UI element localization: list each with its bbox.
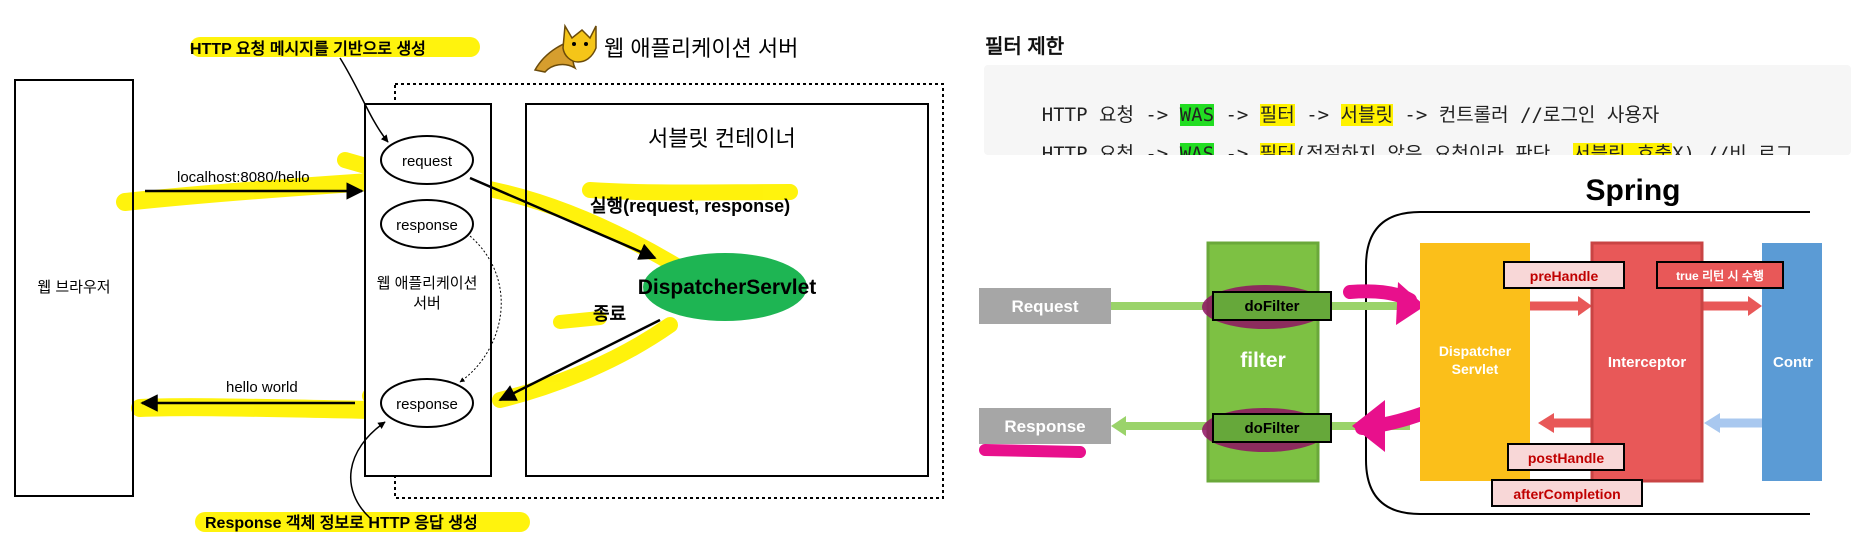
- line2-part: (적절하지 않은 요청이라 판단,: [1294, 143, 1574, 155]
- true-return-label: true 리턴 시 수행: [1676, 268, 1764, 283]
- line1-part: -> 컨트롤러 //로그인 사용자: [1392, 104, 1660, 126]
- code-panel: HTTP 요청 -> WAS -> 필터 -> 서블릿 -> 컨트롤러 //로그…: [984, 65, 1851, 155]
- response-label-bottom: response: [396, 396, 458, 413]
- dispatcher-label-2: Servlet: [1452, 361, 1499, 377]
- dofilter-top-box: [1212, 291, 1332, 321]
- line1-servlet: 서블릿: [1340, 104, 1393, 126]
- response-label-top: response: [396, 217, 458, 234]
- line1-was: WAS: [1179, 104, 1215, 126]
- controller-label: Contr: [1773, 354, 1813, 371]
- request-label: request: [402, 153, 453, 170]
- line1-filter: 필터: [1259, 104, 1295, 126]
- top-note-pointer: [339, 57, 389, 143]
- execute-arrow: [469, 176, 657, 260]
- posthandle-label: postHandle: [1528, 450, 1604, 466]
- line1-part: ->: [1214, 104, 1260, 126]
- dofilter-top-label: doFilter: [1245, 298, 1300, 315]
- dispatcher-ellipse: [643, 253, 807, 321]
- prehandle-label: preHandle: [1530, 268, 1599, 284]
- prehandle-box: [1503, 261, 1625, 289]
- line1-part: ->: [1294, 104, 1341, 126]
- line2-part: ->: [1214, 143, 1260, 155]
- line2-filter: 필터: [1259, 143, 1295, 155]
- dofilter-bottom-box: [1212, 413, 1332, 443]
- line2-servlet-call: 서블릿 호출: [1573, 143, 1672, 155]
- filter-label: filter: [1240, 349, 1286, 372]
- line2-part: X) //비 로그: [1672, 143, 1794, 155]
- response-underline-highlight: [979, 444, 1086, 458]
- line1-part: HTTP 요청 ->: [1041, 104, 1180, 126]
- servlet-container-box: [525, 103, 929, 477]
- code-line-2: HTTP 요청 -> WAS -> 필터(적절하지 않은 요청이라 판단, 서블…: [996, 117, 1793, 155]
- response-ellipse-bottom: [380, 378, 474, 428]
- interceptor-label: Interceptor: [1608, 354, 1687, 371]
- magenta-forward-arrowhead: [1396, 282, 1425, 325]
- response-box: [979, 408, 1111, 444]
- dispatcher-label-1: Dispatcher: [1439, 343, 1512, 359]
- execute-label: 실행(request, response): [590, 196, 790, 216]
- response-dotted-arrow: [459, 235, 502, 383]
- request-box-label: Request: [1011, 297, 1078, 316]
- end-label: 종료: [593, 304, 626, 324]
- response-box-label: Response: [1004, 417, 1085, 436]
- hello-world-text: hello world: [226, 379, 298, 396]
- aftercompletion-label: afterCompletion: [1513, 486, 1620, 502]
- request-url: localhost:8080/hello: [177, 169, 310, 186]
- dispatcher-servlet-label: DispatcherServlet: [638, 276, 817, 299]
- was-inner-label-1: 웹 애플리케이션: [377, 275, 478, 292]
- request-box: [979, 288, 1111, 324]
- response-ellipse-top: [380, 199, 474, 249]
- magenta-back-arrowhead: [1352, 400, 1385, 452]
- aftercompletion-box: [1491, 479, 1643, 507]
- bottom-note-text: Response 객체 정보로 HTTP 응답 생성: [205, 513, 478, 532]
- line2-was: WAS: [1179, 143, 1215, 155]
- posthandle-box: [1507, 443, 1625, 471]
- request-ellipse: [380, 135, 474, 185]
- top-note-text: HTTP 요청 메시지를 기반으로 생성: [190, 39, 426, 58]
- spring-title: Spring: [1586, 174, 1681, 207]
- bottom-note-pointer: [349, 421, 386, 519]
- line2-part: HTTP 요청 ->: [1041, 143, 1180, 155]
- end-arrow: [498, 318, 661, 402]
- container-title: 서블릿 컨테이너: [648, 126, 796, 151]
- true-return-box: [1656, 261, 1784, 289]
- dofilter-bottom-label: doFilter: [1245, 420, 1300, 437]
- tomcat-logo: [533, 23, 597, 73]
- filter-section-title: 필터 제한: [985, 36, 1065, 58]
- browser-label: 웹 브라우저: [37, 279, 110, 296]
- was-title: 웹 애플리케이션 서버: [604, 36, 798, 61]
- spring-container: [1365, 211, 1810, 515]
- code-line-1: HTTP 요청 -> WAS -> 필터 -> 서블릿 -> 컨트롤러 //로그…: [996, 78, 1659, 149]
- web-browser-box: [14, 79, 134, 497]
- was-inner-label-2: 서버: [413, 295, 441, 312]
